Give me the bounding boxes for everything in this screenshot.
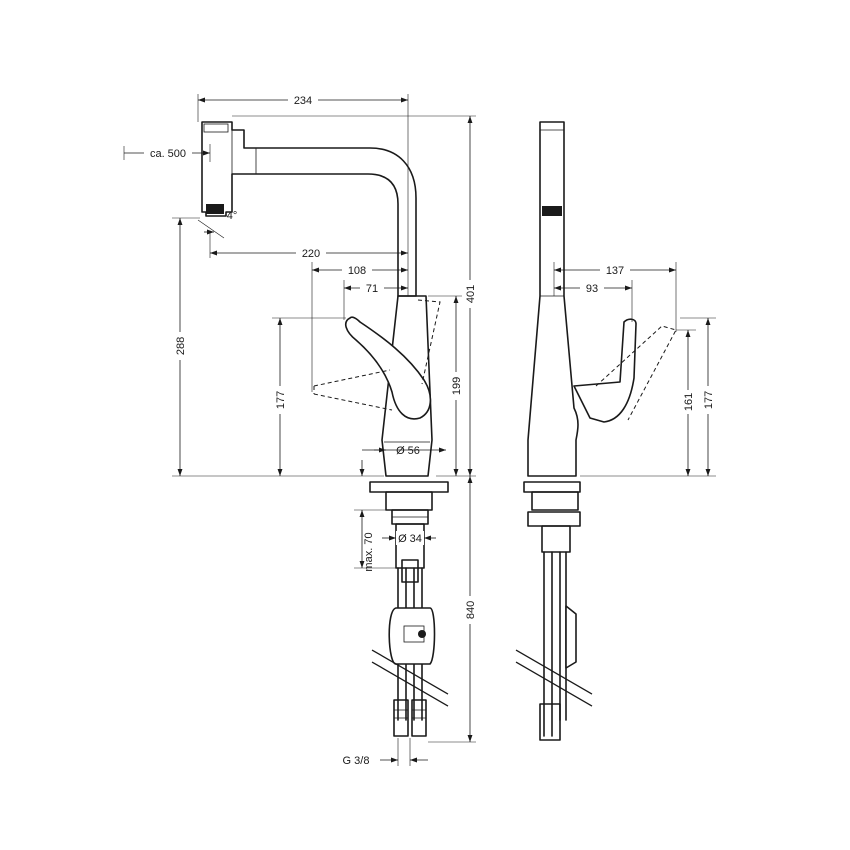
lever-swung-outline <box>313 369 393 411</box>
side-lever-handle <box>573 318 637 423</box>
spray-head-tip <box>203 123 229 133</box>
dim-137: 137 <box>606 265 624 277</box>
hose-connector <box>401 559 419 583</box>
dim-g38: G 3/8 <box>343 755 370 767</box>
dim-93: 93 <box>586 283 598 295</box>
dim-161: 161 <box>683 393 695 411</box>
dim-angle-4: 4° <box>227 210 238 222</box>
side-diverter-box <box>565 605 577 669</box>
dim-ca500: ca. 500 <box>150 148 186 160</box>
dim-max70: max. 70 <box>363 532 375 571</box>
dimensions-front: 234 ca. 500 4° 220 108 71 401 <box>123 93 477 767</box>
mounting-block <box>385 491 433 511</box>
section-cut-side <box>515 649 593 707</box>
side-deck-plate <box>523 481 581 493</box>
dim-220: 220 <box>302 248 320 260</box>
lever-handle <box>344 316 432 420</box>
side-fitting <box>539 703 561 741</box>
side-nut <box>527 511 581 527</box>
dim-177-side: 177 <box>703 391 715 409</box>
side-spout <box>527 121 579 477</box>
side-shank <box>541 525 571 553</box>
dim-234: 234 <box>294 95 312 107</box>
dim-108: 108 <box>348 265 366 277</box>
dim-840: 840 <box>465 601 477 619</box>
dim-199: 199 <box>451 377 463 395</box>
diverter-dot <box>418 630 426 638</box>
front-view <box>201 121 449 737</box>
dim-dia56: Ø 56 <box>396 445 420 457</box>
deck-plate <box>369 481 449 493</box>
side-spray-outlet <box>542 206 562 216</box>
side-mount-block <box>531 491 579 511</box>
side-hoses <box>543 551 567 737</box>
dim-177-front: 177 <box>275 391 287 409</box>
dim-401: 401 <box>465 285 477 303</box>
dimensions-side: 137 93 161 177 <box>553 262 716 477</box>
diverter-box <box>388 607 436 665</box>
side-view <box>515 121 677 741</box>
dim-71: 71 <box>366 283 378 295</box>
faucet-body <box>381 295 433 477</box>
lever-tilt-outline <box>417 299 441 385</box>
spray-outlet <box>206 204 224 214</box>
fitting-threads <box>394 709 426 719</box>
side-lever-tilted <box>595 325 677 421</box>
shank <box>395 523 425 569</box>
section-cut-front <box>371 649 449 707</box>
dim-dia34: Ø 34 <box>398 533 422 545</box>
dim-288: 288 <box>175 337 187 355</box>
